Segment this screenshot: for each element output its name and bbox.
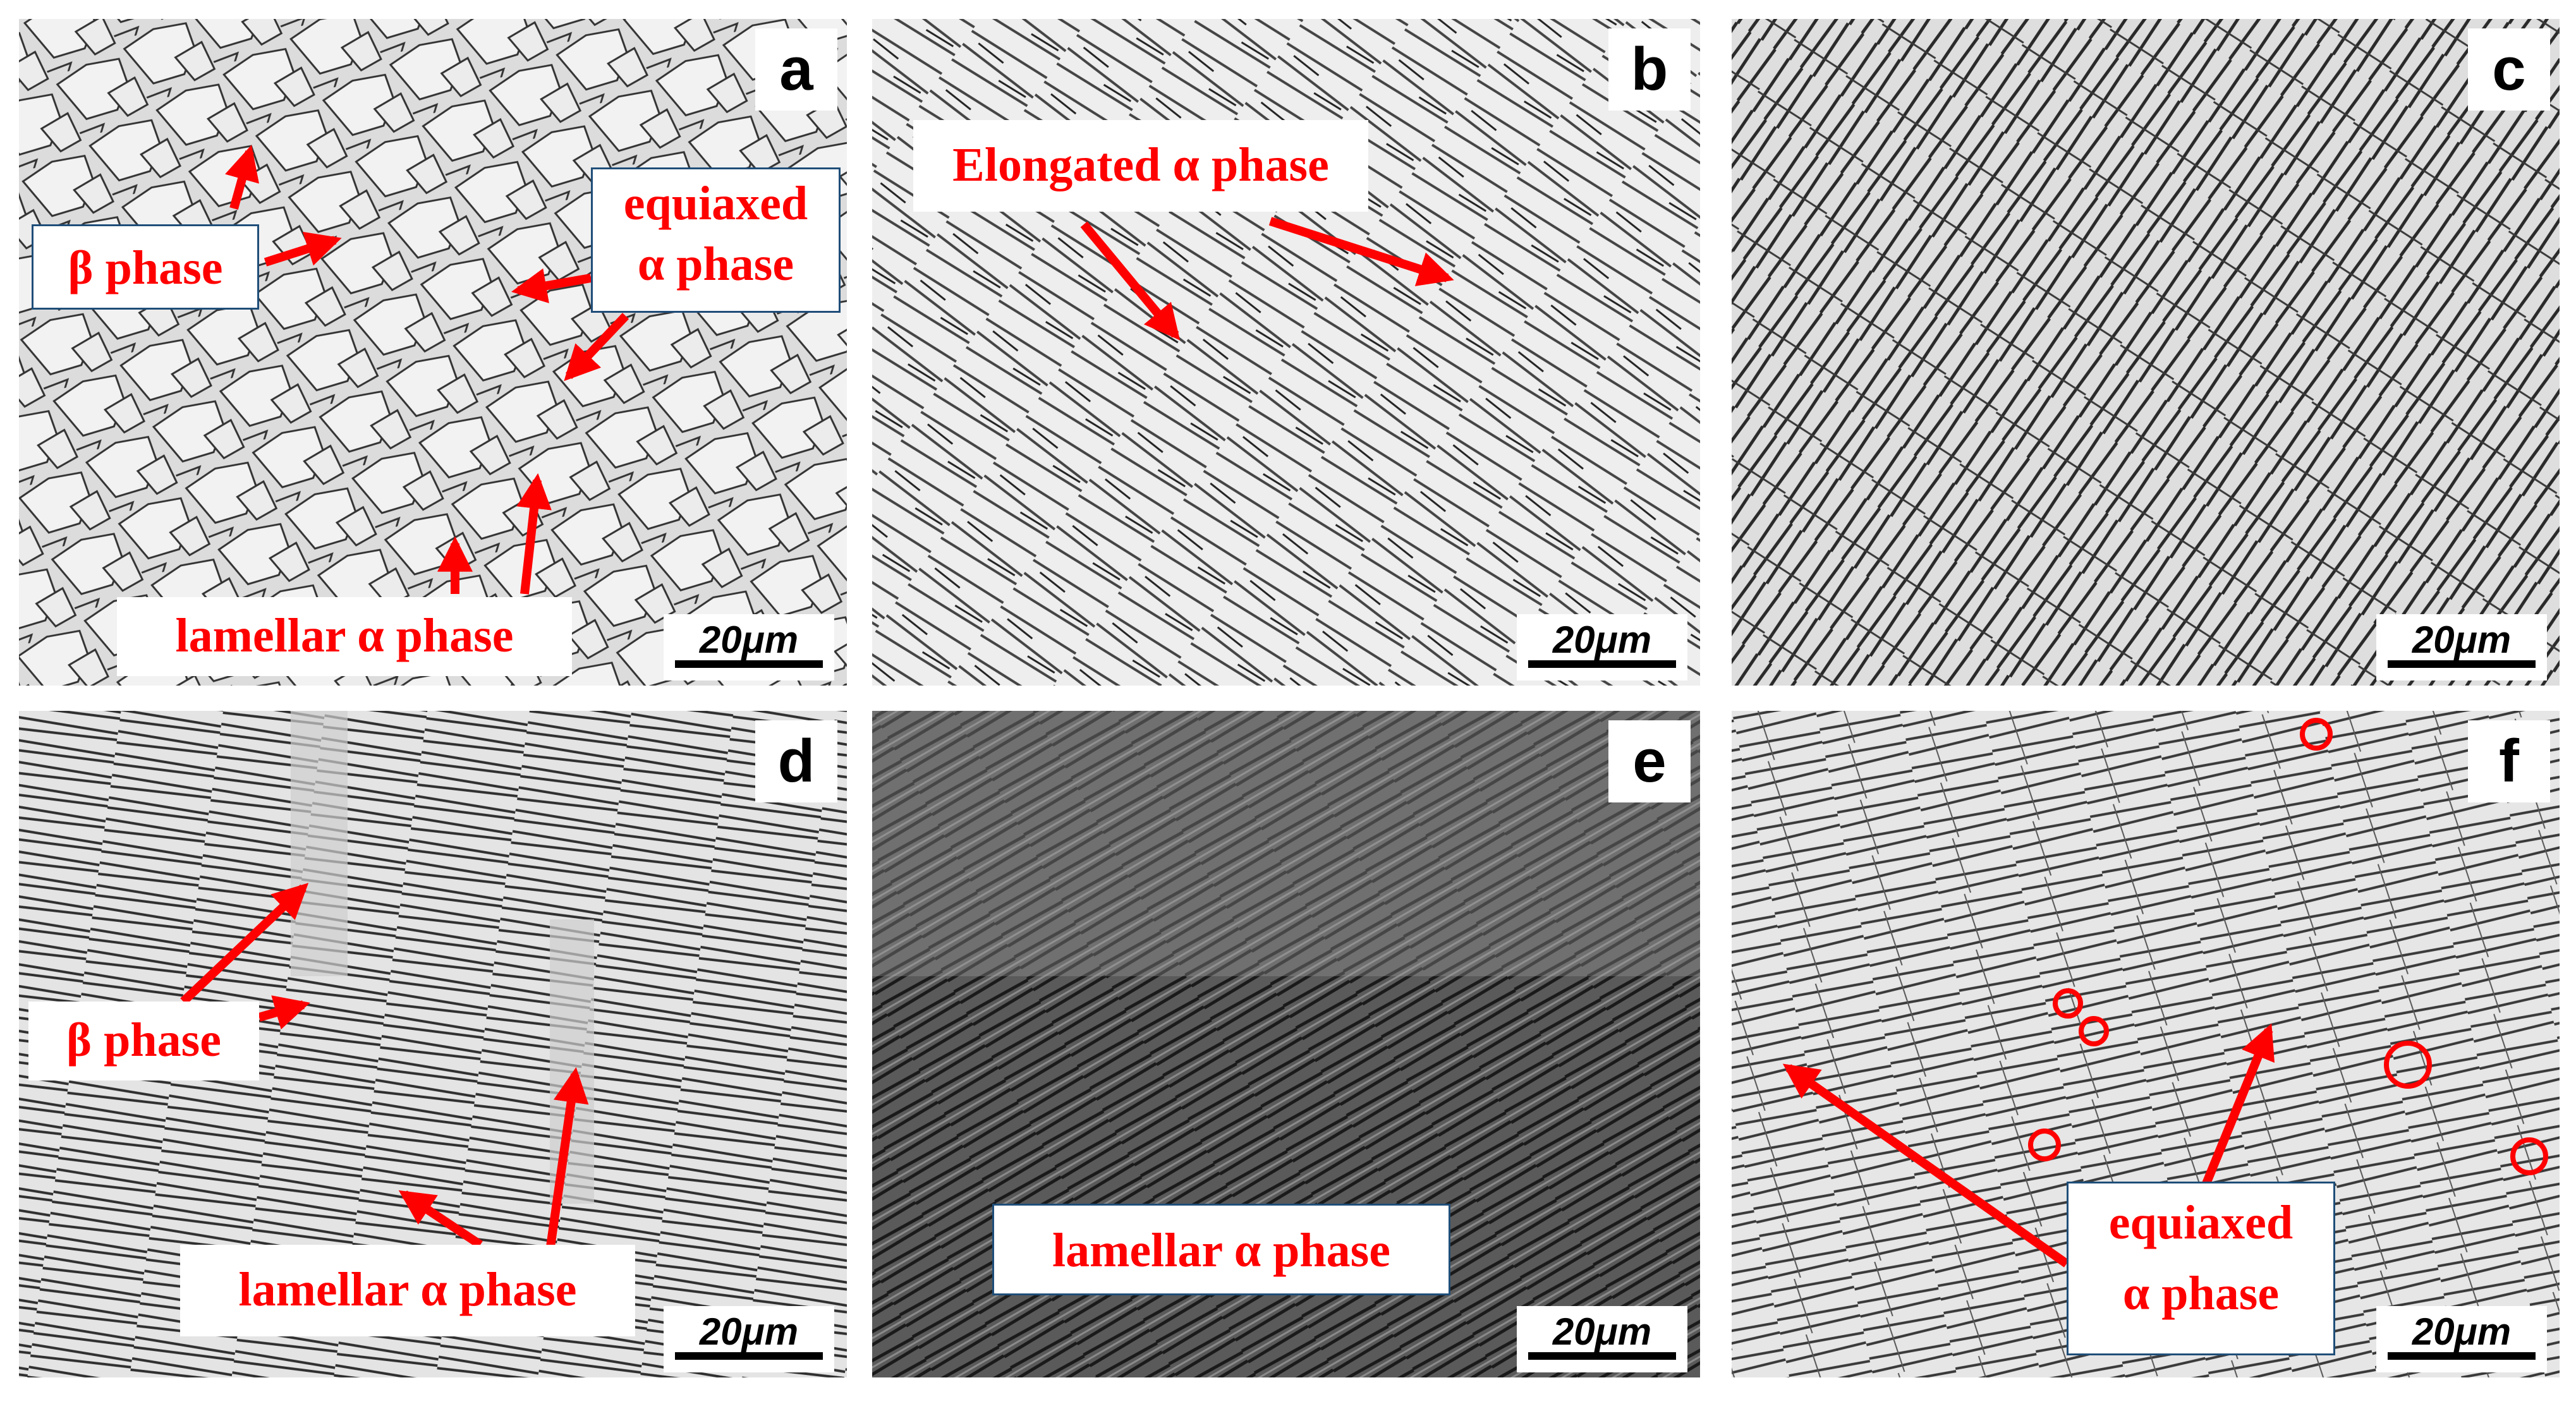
scale-bar-text: 20μm — [699, 619, 799, 661]
scale-bar-line — [1528, 1352, 1676, 1360]
micrograph-c — [1732, 19, 2560, 686]
label-equiaxed-alpha-a: equiaxed α phase — [591, 167, 841, 313]
scale-bar: 20μm — [664, 614, 834, 681]
label-line: equiaxed — [2108, 1196, 2293, 1249]
panel-letter: d — [755, 720, 837, 802]
scale-bar: 20μm — [2376, 1306, 2547, 1372]
panel-letter: e — [1608, 720, 1691, 802]
panel-letter: f — [2468, 720, 2550, 802]
panel-letter: a — [755, 28, 837, 111]
label-line: α phase — [637, 238, 794, 291]
scale-bar: 20μm — [1517, 614, 1687, 681]
micrograph-a — [19, 19, 847, 686]
scale-bar-line — [675, 1352, 823, 1360]
scale-bar-text: 20μm — [2412, 619, 2512, 661]
label-elongated-alpha-b: Elongated α phase — [913, 120, 1368, 212]
scale-bar-text: 20μm — [1552, 1310, 1652, 1353]
panel-c: c 20μm — [1732, 19, 2560, 686]
scale-bar-line — [2388, 1352, 2536, 1360]
panel-a: a 20μm — [19, 19, 847, 686]
label-beta-phase-d: β phase — [28, 1002, 259, 1080]
panel-letter: c — [2468, 28, 2550, 111]
scale-bar-text: 20μm — [1552, 619, 1652, 661]
scale-bar-text: 20μm — [699, 1310, 799, 1353]
scale-bar: 20μm — [664, 1306, 834, 1372]
scale-bar: 20μm — [1517, 1306, 1687, 1372]
label-lamellar-alpha-e: lamellar α phase — [992, 1204, 1450, 1295]
panel-b: b 20μm — [872, 19, 1700, 686]
label-equiaxed-alpha-f: equiaxed α phase — [2067, 1182, 2335, 1355]
scale-bar-text: 20μm — [2412, 1310, 2512, 1353]
scale-bar-line — [2388, 660, 2536, 668]
label-beta-phase-a: β phase — [32, 224, 259, 310]
label-line: equiaxed — [623, 177, 808, 230]
scale-bar: 20μm — [2376, 614, 2547, 681]
micrograph-b — [872, 19, 1700, 686]
label-lamellar-alpha-d: lamellar α phase — [180, 1245, 635, 1336]
panel-letter: b — [1608, 28, 1691, 111]
label-lamellar-alpha-a: lamellar α phase — [117, 597, 572, 676]
scale-bar-line — [675, 660, 823, 668]
label-line: α phase — [2122, 1267, 2280, 1320]
scale-bar-line — [1528, 660, 1676, 668]
